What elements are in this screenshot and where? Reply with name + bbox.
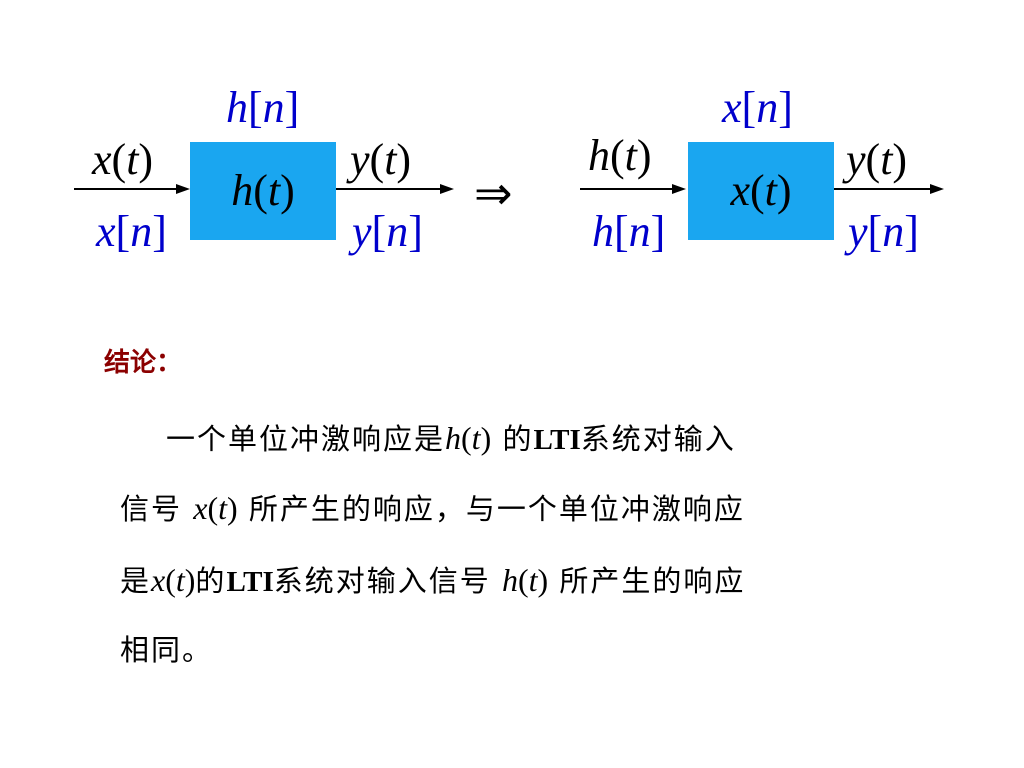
left-output-arrow-head bbox=[440, 184, 454, 194]
left-impulse-label: h[n] bbox=[226, 83, 300, 132]
conclusion-line-2: 信号 x(t) 所产生的响应，与一个单位冲激响应 bbox=[120, 490, 745, 526]
right-output-discrete-label: y[n] bbox=[848, 207, 919, 256]
inline-math-ht: h(t) bbox=[445, 420, 492, 456]
left-input-arrow-line bbox=[74, 188, 178, 190]
conclusion-title: 结论： bbox=[104, 348, 183, 378]
left-input-continuous-label: x(t) bbox=[92, 135, 154, 184]
right-input-arrow-head bbox=[672, 184, 686, 194]
right-system-box: x(t) bbox=[688, 142, 834, 240]
left-system-label: h(t) bbox=[231, 166, 295, 215]
conclusion-line-1: 一个单位冲激响应是h(t) 的LTI系统对输入 bbox=[166, 420, 736, 456]
left-input-discrete-label: x[n] bbox=[96, 207, 167, 256]
left-output-continuous-label: y(t) bbox=[350, 135, 412, 184]
right-output-continuous-label: y(t) bbox=[846, 135, 908, 184]
right-input-discrete-label: h[n] bbox=[592, 207, 666, 256]
right-output-arrow-head bbox=[930, 184, 944, 194]
left-system-box: h(t) bbox=[190, 142, 336, 240]
left-input-arrow-head bbox=[176, 184, 190, 194]
inline-math-xt-2: x(t) bbox=[151, 562, 196, 598]
inline-math-ht-2: h(t) bbox=[501, 562, 549, 598]
implies-arrow: ⇒ bbox=[474, 166, 513, 220]
right-input-continuous-label: h(t) bbox=[588, 131, 652, 180]
conclusion-line-4: 相同。 bbox=[120, 633, 214, 667]
inline-math-xt: x(t) bbox=[193, 490, 238, 526]
right-system-label: x(t) bbox=[730, 166, 792, 215]
left-output-discrete-label: y[n] bbox=[352, 207, 423, 256]
right-impulse-label: x[n] bbox=[722, 83, 793, 132]
left-output-arrow-line bbox=[336, 188, 442, 190]
conclusion-line-3: 是x(t)的LTI系统对输入信号 h(t) 所产生的响应 bbox=[120, 562, 746, 598]
right-output-arrow-line bbox=[834, 188, 932, 190]
right-input-arrow-line bbox=[580, 188, 674, 190]
